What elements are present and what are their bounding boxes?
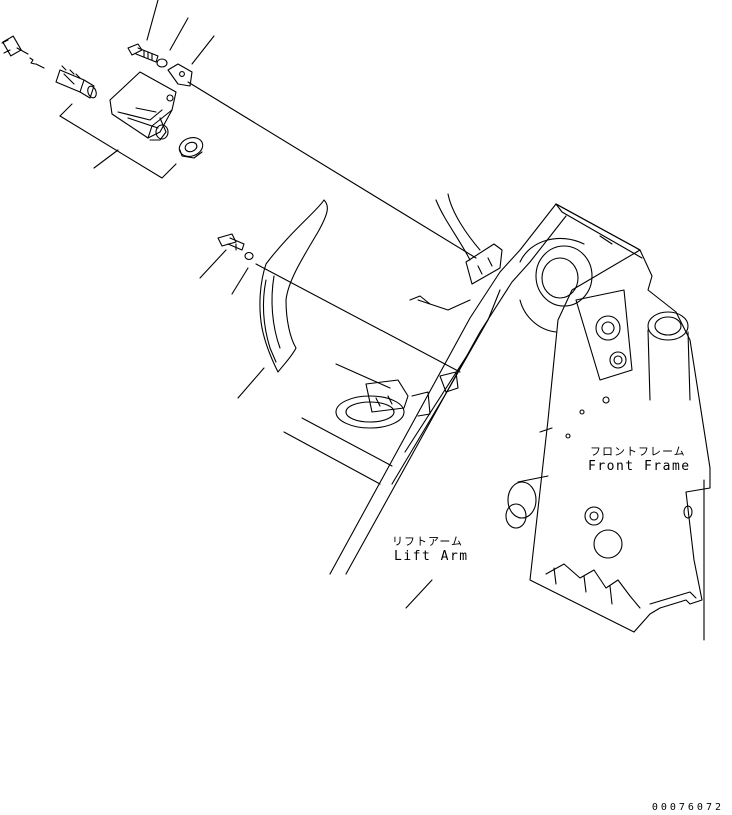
callout-line	[146, 0, 159, 41]
callout-line	[191, 35, 215, 65]
switch-bracket	[109, 71, 177, 141]
lower-pin	[507, 481, 537, 519]
washer-mid	[244, 251, 254, 261]
washer-top	[156, 58, 168, 68]
group-bracket-line	[59, 103, 73, 117]
lift-arm	[283, 193, 641, 575]
frame-hole	[593, 529, 623, 559]
switch-body	[55, 65, 97, 99]
group-bracket-line	[59, 115, 177, 179]
frame-cylinder	[647, 311, 689, 341]
frame-top-plate	[575, 289, 633, 381]
nut	[178, 137, 204, 159]
callout-line	[93, 149, 119, 169]
frame-boss	[584, 506, 604, 526]
callout-line	[237, 367, 265, 399]
connector-plug	[1, 35, 45, 69]
mount-plate	[167, 63, 193, 87]
lift-arm-leader-line	[405, 579, 433, 609]
assembly-line	[255, 263, 461, 373]
front-frame	[529, 203, 711, 641]
support-block	[365, 379, 409, 413]
callout-line	[169, 17, 189, 51]
front-frame-label-jp: フロントフレーム	[590, 445, 686, 458]
callout-line	[231, 267, 249, 295]
callout-line	[199, 249, 227, 279]
proximity-switch-assembly	[1, 0, 477, 259]
lift-arm-label-jp: リフトアーム	[392, 535, 464, 548]
switch-mount-block	[465, 243, 503, 285]
front-frame-label-en: Front Frame	[588, 459, 691, 474]
lift-arm-label-en: Lift Arm	[394, 549, 469, 564]
bolt-top	[127, 43, 159, 63]
assembly-line	[187, 81, 477, 259]
cam-plate-assembly	[199, 199, 461, 399]
document-number: 00076072	[651, 802, 724, 813]
